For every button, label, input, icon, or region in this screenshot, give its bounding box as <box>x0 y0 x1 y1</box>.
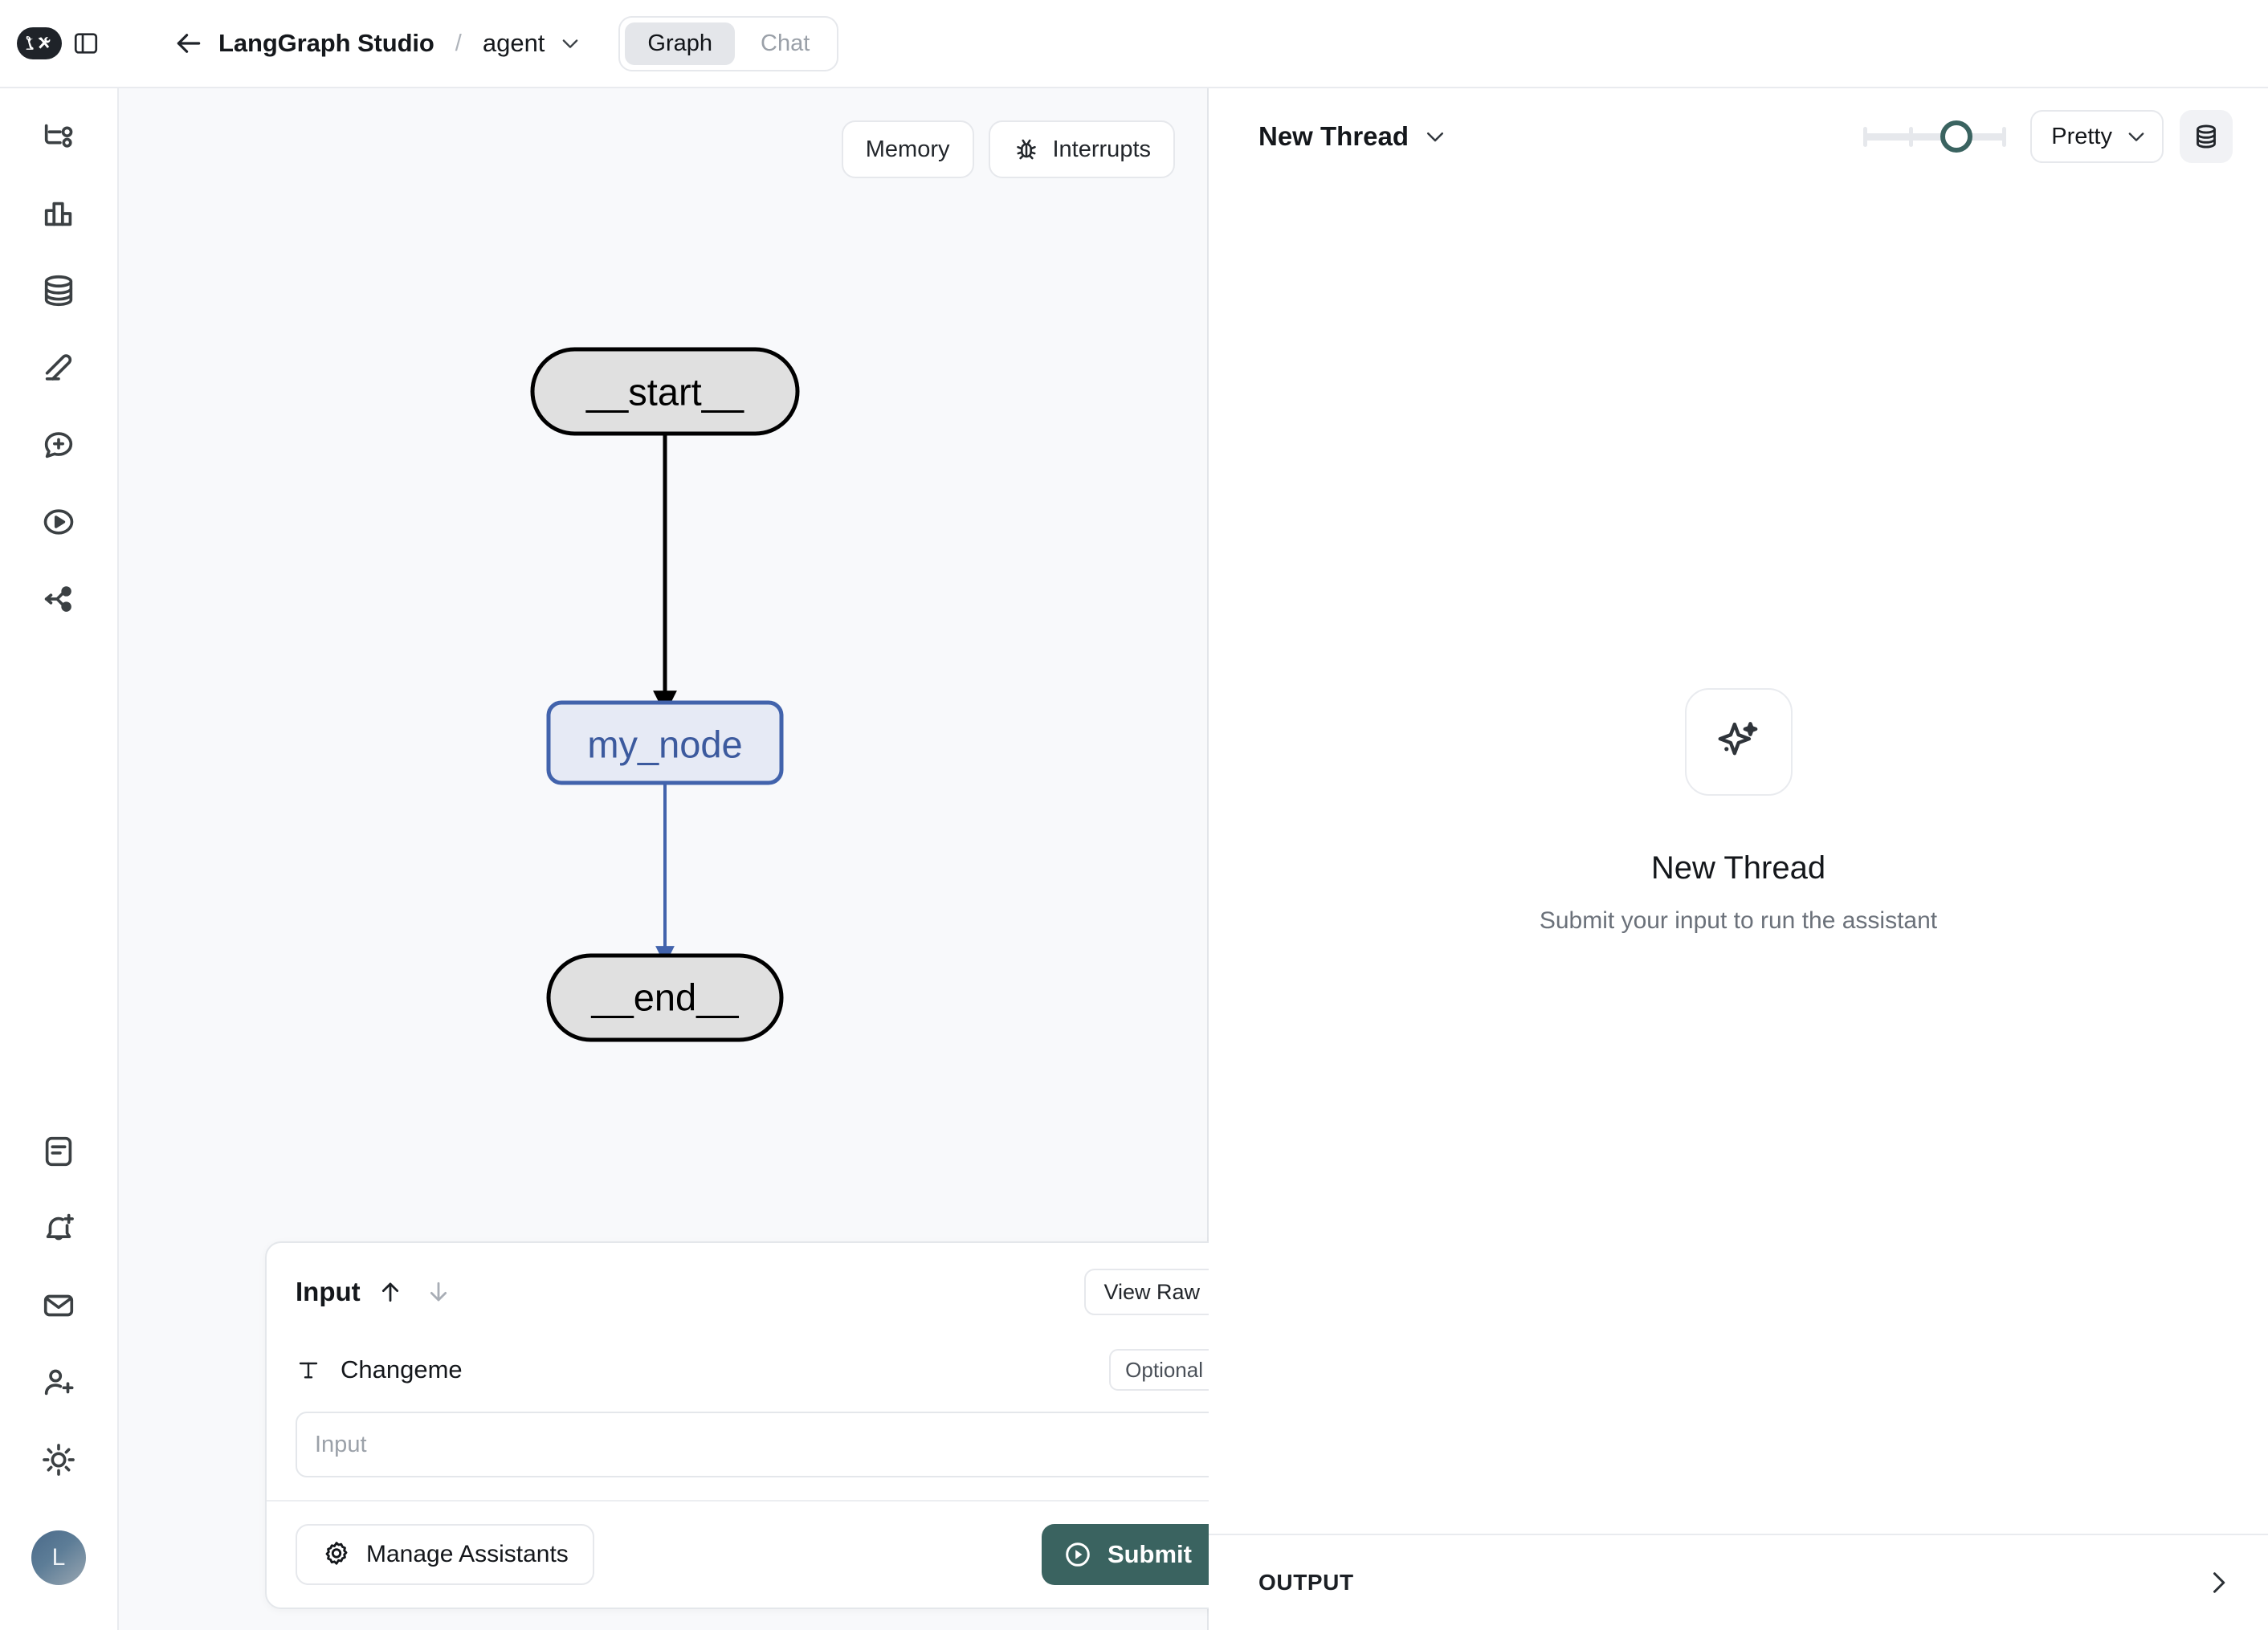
thread-empty-state: New Thread Submit your input to run the … <box>1209 185 2268 1534</box>
interrupts-button[interactable]: Interrupts <box>988 120 1175 178</box>
input-field-label: Changeme <box>341 1355 463 1383</box>
sidebar-item-theme-toggle[interactable] <box>25 1426 92 1493</box>
thread-panel: New Thread Pretty <box>1209 88 2268 1630</box>
back-button[interactable] <box>170 25 207 62</box>
memory-button[interactable]: Memory <box>841 120 974 178</box>
memory-button-label: Memory <box>865 136 950 162</box>
langchain-parrot-tools-logo[interactable] <box>17 27 62 59</box>
history-slider[interactable] <box>1863 120 2007 153</box>
slider-tick <box>1909 127 1914 147</box>
graph-node-my_node-label: my_node <box>587 723 742 766</box>
graph-node-start-label: __start__ <box>585 371 744 414</box>
main-area: Memory Interrupts <box>119 0 2268 1630</box>
manage-assistants-button[interactable]: Manage Assistants <box>296 1524 594 1585</box>
input-panel-footer: Manage Assistants Submit <box>267 1500 1299 1608</box>
sidebar-item-annotation-queues[interactable] <box>25 334 92 401</box>
breadcrumb-separator: / <box>455 30 462 56</box>
graph-node-end-label: __end__ <box>591 976 740 1019</box>
chevron-down-icon <box>2128 132 2144 141</box>
graph-toolbar: Memory Interrupts <box>841 120 1175 178</box>
user-plus-icon <box>44 1369 74 1396</box>
graph-selector-label[interactable]: agent <box>482 29 545 57</box>
thread-selector-label[interactable]: New Thread <box>1258 121 1409 151</box>
submit-button[interactable]: Submit <box>1041 1524 1214 1585</box>
tab-graph[interactable]: Graph <box>625 22 736 65</box>
sidebar-item-tracing[interactable] <box>25 103 92 170</box>
sidebar-item-invite-member[interactable] <box>25 1349 92 1416</box>
empty-state-subtitle: Submit your input to run the assistant <box>1539 907 1938 934</box>
graph-branch-icon <box>44 124 73 148</box>
page-title[interactable]: LangGraph Studio <box>218 29 434 57</box>
breadcrumb: LangGraph Studio / agent Graph Chat <box>119 15 839 71</box>
rail-bottom-group: L <box>25 1118 92 1630</box>
output-label: OUTPUT <box>1258 1570 1354 1595</box>
database-icon <box>2197 124 2216 149</box>
input-panel: Input View Raw <box>265 1241 1301 1609</box>
graph-node-my_node: my_node <box>546 700 784 785</box>
sidebar-item-playground[interactable] <box>25 488 92 556</box>
pencil-icon <box>45 354 72 381</box>
sidebar-panel-toggle-icon[interactable] <box>70 27 102 59</box>
chat-plus-icon <box>44 432 73 458</box>
input-panel-body: Input View Raw <box>267 1243 1299 1500</box>
changeme-input[interactable] <box>296 1412 1271 1477</box>
format-select[interactable]: Pretty <box>2030 110 2164 163</box>
agent-graph[interactable]: __start__ my_node __end__ <box>119 88 1209 1237</box>
play-circle-icon <box>43 509 74 535</box>
graph-node-start: __start__ <box>530 347 800 436</box>
notes-document-icon <box>45 1136 72 1167</box>
slider-track <box>1863 133 2007 141</box>
play-circle-icon <box>1066 1542 1090 1567</box>
output-bar[interactable]: OUTPUT <box>1209 1534 2268 1630</box>
slider-tick <box>1863 127 1868 147</box>
chevron-down-icon[interactable] <box>559 32 581 55</box>
thread-chevron-down-icon[interactable] <box>1423 124 1447 149</box>
sidebar-item-inbox[interactable] <box>25 1272 92 1339</box>
left-nav-rail: L <box>0 0 119 1630</box>
slider-handle[interactable] <box>1940 120 1973 153</box>
format-select-value: Pretty <box>2051 123 2112 149</box>
chevron-right-icon[interactable] <box>2204 1568 2233 1597</box>
empty-state-title: New Thread <box>1650 850 1826 886</box>
state-database-toggle[interactable] <box>2180 110 2233 163</box>
slider-tick <box>2002 127 2007 147</box>
text-type-icon <box>296 1357 329 1383</box>
thread-panel-header: New Thread Pretty <box>1209 88 2268 185</box>
manage-assistants-label: Manage Assistants <box>366 1541 569 1567</box>
submit-button-label: Submit <box>1107 1540 1192 1568</box>
gear-icon <box>325 1542 348 1565</box>
top-bar: LangGraph Studio / agent Graph Chat <box>0 0 2268 88</box>
input-panel-title: Input <box>296 1277 361 1306</box>
sidebar-item-monitoring[interactable] <box>25 180 92 247</box>
interrupts-button-label: Interrupts <box>1052 136 1152 162</box>
sidebar-item-deployments[interactable] <box>25 565 92 633</box>
envelope-icon <box>43 1294 74 1317</box>
bell-plus-icon <box>46 1213 74 1241</box>
graph-node-end: __end__ <box>546 953 784 1042</box>
arrow-up-icon[interactable] <box>372 1273 409 1310</box>
sun-icon <box>43 1444 75 1476</box>
input-panel-header: Input View Raw <box>296 1269 1271 1315</box>
sparkles-icon <box>1684 687 1793 796</box>
bar-chart-icon <box>44 202 72 226</box>
bug-icon <box>1016 139 1036 160</box>
input-field-row: Changeme Optional <box>296 1349 1271 1391</box>
view-tabs: Graph Chat <box>618 15 839 71</box>
share-nodes-icon <box>44 586 71 612</box>
optional-badge[interactable]: Optional <box>1109 1349 1219 1391</box>
brand-zone <box>0 27 119 59</box>
tab-chat[interactable]: Chat <box>761 30 810 56</box>
sidebar-item-alerts[interactable] <box>25 1195 92 1262</box>
sidebar-item-datasets[interactable] <box>25 257 92 324</box>
graph-canvas[interactable]: Memory Interrupts <box>119 88 1301 1630</box>
sidebar-item-prompts[interactable] <box>25 411 92 479</box>
view-raw-button[interactable]: View Raw <box>1084 1269 1219 1315</box>
sidebar-item-docs[interactable] <box>25 1118 92 1185</box>
avatar[interactable]: L <box>31 1530 86 1585</box>
database-icon <box>44 275 73 307</box>
arrow-down-icon[interactable] <box>420 1273 457 1310</box>
